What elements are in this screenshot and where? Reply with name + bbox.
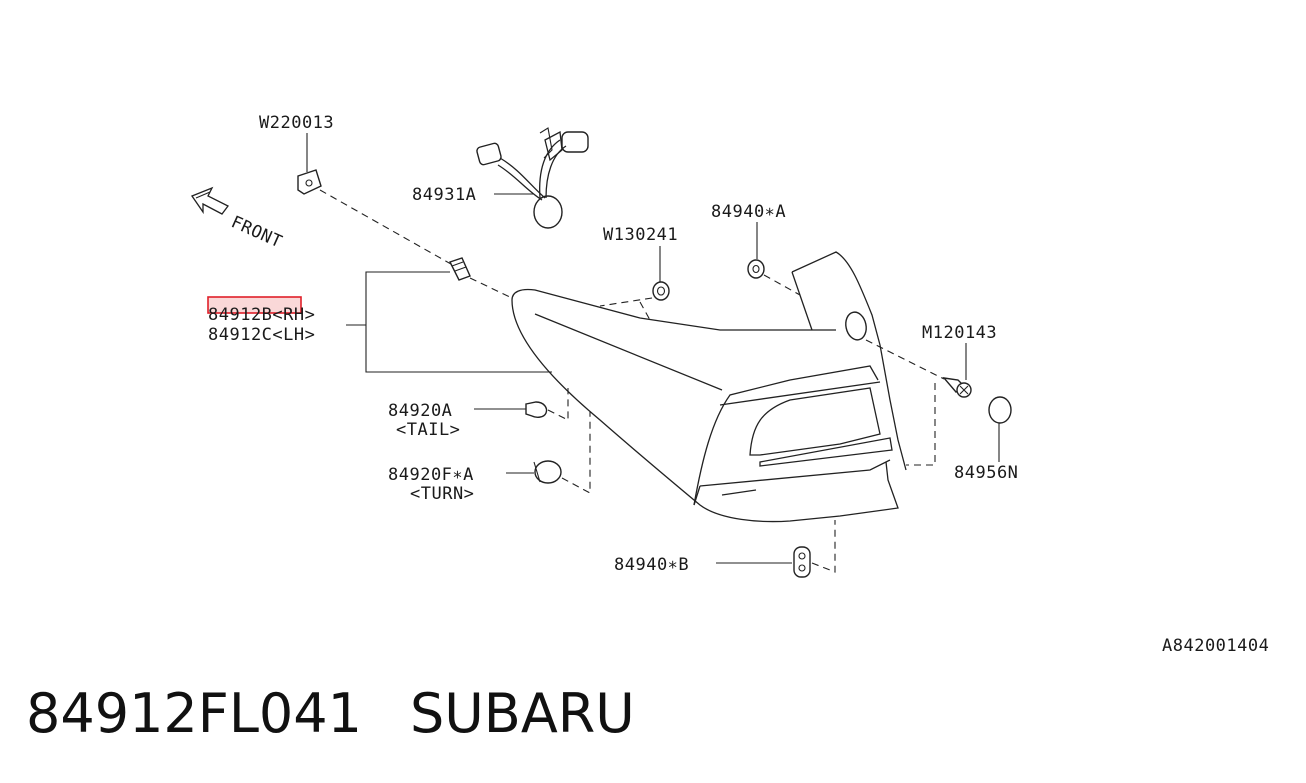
label-84912c-lh[interactable]: 84912C<LH> — [208, 325, 315, 345]
label-w130241[interactable]: W130241 — [603, 225, 678, 245]
grommet-w130241-icon — [652, 281, 670, 301]
label-w220013[interactable]: W220013 — [259, 113, 334, 133]
front-label: FRONT — [228, 212, 285, 252]
label-84931a[interactable]: 84931A — [412, 185, 476, 205]
wiring-harness-icon — [476, 127, 589, 229]
label-84920a[interactable]: 84920A — [388, 401, 452, 421]
footer: 84912FL041 SUBARU — [26, 682, 635, 745]
label-tail: <TAIL> — [396, 420, 460, 440]
cap-84956n-icon — [988, 396, 1012, 424]
tail-lamp-assembly — [511, 251, 907, 523]
bulb-tail-icon — [525, 401, 548, 418]
label-84920f[interactable]: 84920F∗A — [388, 465, 474, 485]
front-arrow-icon — [191, 186, 229, 215]
label-84956n[interactable]: 84956N — [954, 463, 1018, 483]
screw-m120143-icon — [942, 377, 972, 398]
highlight-box — [207, 296, 302, 314]
label-84912b-rh[interactable]: 84912B<RH> — [208, 305, 315, 325]
bolt-icon — [449, 257, 471, 281]
gasket-84940a-icon — [747, 259, 765, 279]
label-turn: <TURN> — [410, 484, 474, 504]
label-84940a[interactable]: 84940∗A — [711, 202, 786, 222]
bulb-turn-icon — [533, 460, 562, 484]
clip-w220013-icon — [297, 169, 322, 195]
part-number: 84912FL041 — [26, 682, 362, 745]
diagram-code: A842001404 — [1162, 636, 1269, 656]
label-m120143[interactable]: M120143 — [922, 323, 997, 343]
gasket-84940b-icon — [793, 546, 811, 578]
label-84940b[interactable]: 84940∗B — [614, 555, 689, 575]
brand-name: SUBARU — [410, 682, 635, 745]
